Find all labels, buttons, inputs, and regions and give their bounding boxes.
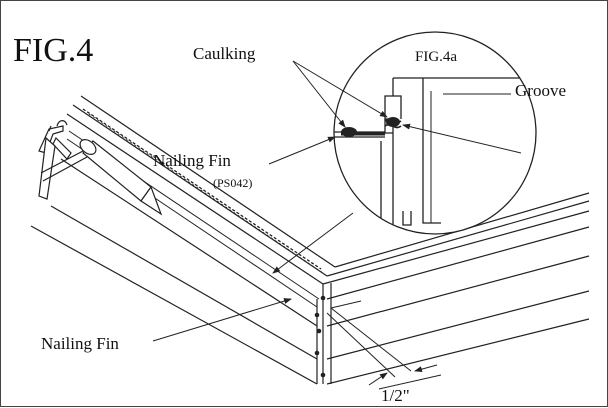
figure-title: FIG.4 <box>13 32 93 69</box>
caulking-gun <box>38 120 163 216</box>
nailing-fin-lower-label: Nailing Fin <box>41 334 119 353</box>
caulk-bead-groove <box>386 117 400 127</box>
caulk-bead-inset <box>341 127 357 137</box>
corner-screws <box>314 295 326 378</box>
caulking-label: Caulking <box>193 44 256 63</box>
window-frame-right-leg <box>322 192 590 385</box>
caulk-bead-left <box>82 108 324 274</box>
dimension-label: 1/2" <box>381 386 410 405</box>
inset-title: FIG.4a <box>415 49 457 65</box>
nailing-fin-upper-label: Nailing Fin <box>153 151 231 170</box>
dimension-half-inch <box>326 307 442 390</box>
leader-lines <box>152 60 522 342</box>
groove-label: Groove <box>515 81 566 100</box>
part-number-label: (PS042) <box>213 176 252 190</box>
